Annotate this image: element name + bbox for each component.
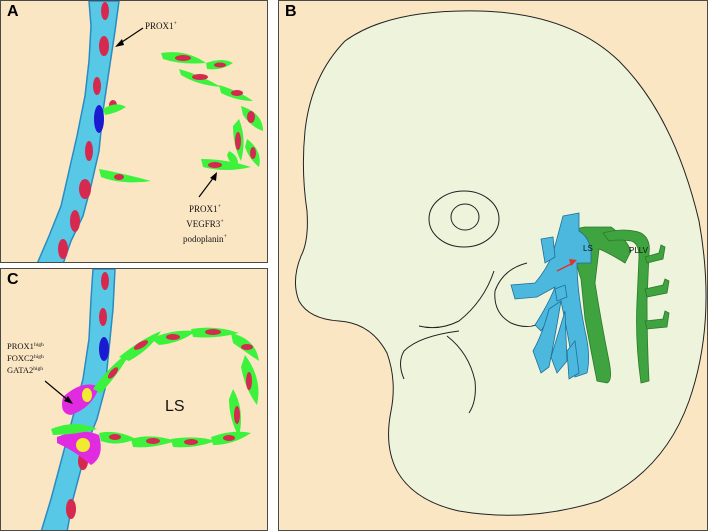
blue-nucleus	[99, 337, 109, 361]
prox1-label: PROX1+	[145, 21, 178, 31]
high-marker-arrow	[45, 381, 69, 401]
marker-line-2: VEGFR3+	[186, 219, 224, 229]
blue-nucleus	[94, 105, 104, 133]
panel-c: C	[0, 268, 268, 531]
ls-label: LS	[583, 244, 593, 253]
marker-line-3: podoplanin+	[183, 234, 228, 244]
marker-line-1: PROX1+	[189, 204, 222, 214]
high-marker-line-3: GATA2high	[7, 365, 43, 375]
sprouting-cell	[103, 104, 126, 115]
panel-b-illustration: LS PLLV	[279, 1, 708, 531]
pllv-label: PLLV	[629, 246, 649, 255]
panel-b: B LS PLLV	[278, 0, 708, 531]
panel-c-illustration: LS PROX1high FOXC2high GATA2high	[1, 269, 268, 531]
high-marker-line-1: PROX1high	[7, 341, 44, 351]
high-marker-line-2: FOXC2high	[7, 353, 44, 363]
ls-label: LS	[165, 398, 185, 415]
markers-arrow	[199, 177, 214, 197]
panel-a-illustration: PROX1+ PROX1+ VEGFR3+ podoplanin+	[1, 1, 268, 263]
lec-ring	[161, 52, 263, 170]
panel-a: A	[0, 0, 268, 263]
sprouting-cell	[99, 169, 151, 182]
